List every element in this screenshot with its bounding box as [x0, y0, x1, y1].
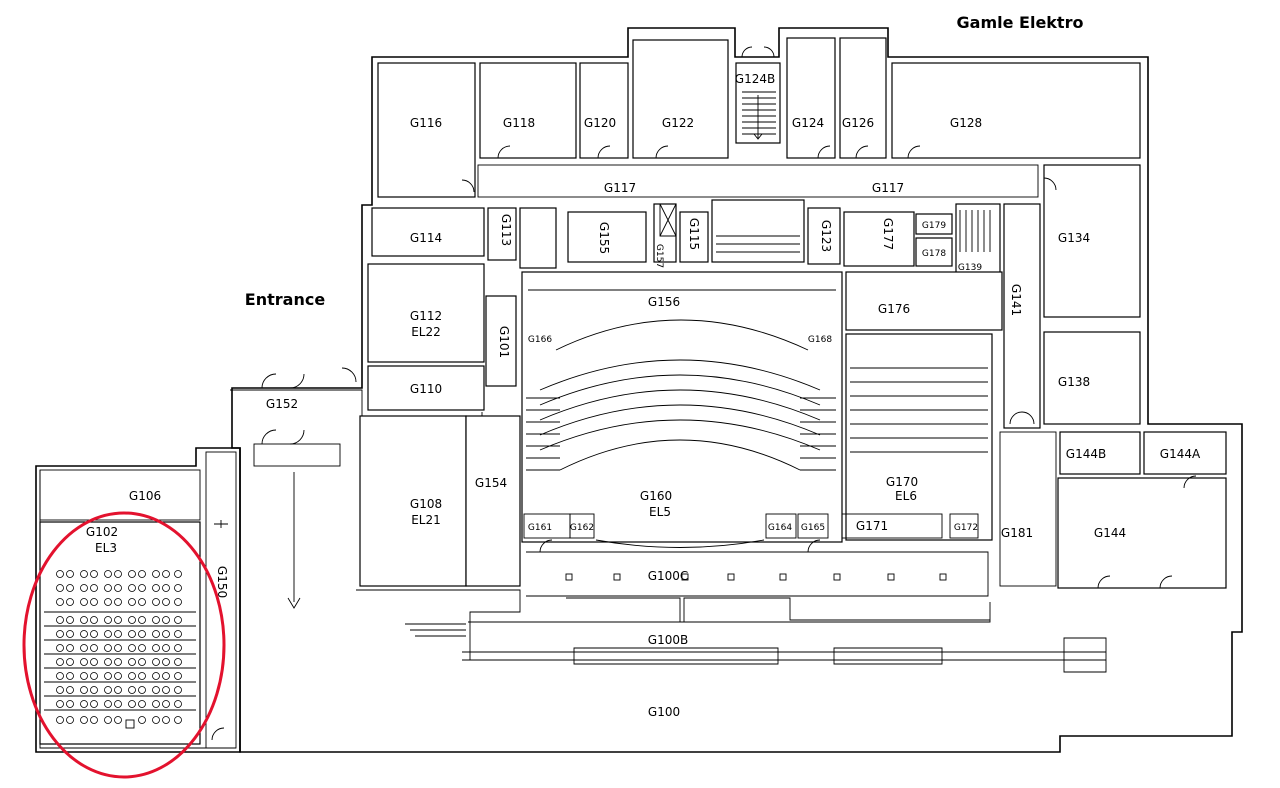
room-label-g126: G126	[842, 116, 874, 130]
room-label-g155: G155	[597, 222, 611, 254]
room-label-g177: G177	[881, 218, 895, 250]
room-label-g178: G178	[922, 249, 946, 259]
room-label-el3: EL3	[95, 541, 117, 555]
room-label-g134: G134	[1058, 231, 1090, 245]
room-label-g164: G164	[768, 523, 792, 533]
room-label-g166: G166	[528, 335, 552, 345]
middle-rooms	[371, 164, 1141, 429]
room-label-g124: G124	[792, 116, 824, 130]
room-label-g100c: G100C	[648, 569, 689, 583]
entrance-label: Entrance	[245, 290, 326, 309]
room-label-g152: G152	[266, 397, 298, 411]
room-label-g157: G157	[654, 244, 664, 268]
room-label-g112: G112	[410, 309, 442, 323]
room-label-g141: G141	[1009, 284, 1023, 316]
room-label-g115: G115	[687, 218, 701, 250]
room-label-g102: G102	[86, 525, 118, 539]
room-label-g150: G150	[215, 566, 229, 598]
corridor-g117	[477, 164, 1039, 198]
auditorium-g160	[521, 271, 843, 548]
room-label-g117-west: G117	[604, 181, 636, 195]
right-rooms	[999, 331, 1227, 589]
room-label-g114: G114	[410, 231, 442, 245]
room-label-g118: G118	[503, 116, 535, 130]
room-label-g171: G171	[856, 519, 888, 533]
room-label-g181: G181	[1001, 526, 1033, 540]
room-label-g156: G156	[648, 295, 680, 309]
room-label-g162: G162	[570, 523, 594, 533]
room-g170	[841, 271, 1003, 541]
room-label-el6: EL6	[895, 489, 917, 503]
corridor-g150	[205, 451, 301, 749]
room-label-g120: G120	[584, 116, 616, 130]
room-label-g138: G138	[1058, 375, 1090, 389]
room-label-g170: G170	[886, 475, 918, 489]
highlight-circle	[22, 511, 226, 779]
room-label-g123: G123	[819, 220, 833, 252]
room-label-g101: G101	[497, 326, 511, 358]
room-label-g128: G128	[950, 116, 982, 130]
room-label-g100b: G100B	[648, 633, 688, 647]
room-label-g168: G168	[808, 335, 832, 345]
room-label-g124b: G124B	[735, 72, 775, 86]
room-label-g117-east: G117	[872, 181, 904, 195]
room-label-g160: G160	[640, 489, 672, 503]
room-label-g161: G161	[528, 523, 552, 533]
room-label-g165: G165	[801, 523, 825, 533]
building-title: Gamle Elektro	[957, 13, 1084, 32]
room-label-g116: G116	[410, 116, 442, 130]
room-label-g106: G106	[129, 489, 161, 503]
room-label-g122: G122	[662, 116, 694, 130]
room-label-g154: G154	[475, 476, 507, 490]
left-rooms	[39, 263, 521, 587]
room-label-g100: G100	[648, 705, 680, 719]
room-label-el5: EL5	[649, 505, 671, 519]
room-label-g144a: G144A	[1160, 447, 1201, 461]
room-g102-seating	[39, 521, 201, 745]
room-label-g144: G144	[1094, 526, 1126, 540]
room-label-g172: G172	[954, 523, 978, 533]
room-label-g144b: G144B	[1066, 447, 1106, 461]
room-label-g176: G176	[878, 302, 910, 316]
room-label-g139: G139	[958, 263, 982, 273]
room-label-g110: G110	[410, 382, 442, 396]
lower-corridors	[356, 551, 1107, 673]
room-label-g179: G179	[922, 221, 946, 231]
room-label-g108: G108	[410, 497, 442, 511]
room-label-el21: EL21	[411, 513, 441, 527]
room-label-g113: G113	[499, 214, 513, 246]
room-label-el22: EL22	[411, 325, 441, 339]
door-arcs	[211, 46, 1197, 741]
top-rooms	[377, 37, 1141, 198]
